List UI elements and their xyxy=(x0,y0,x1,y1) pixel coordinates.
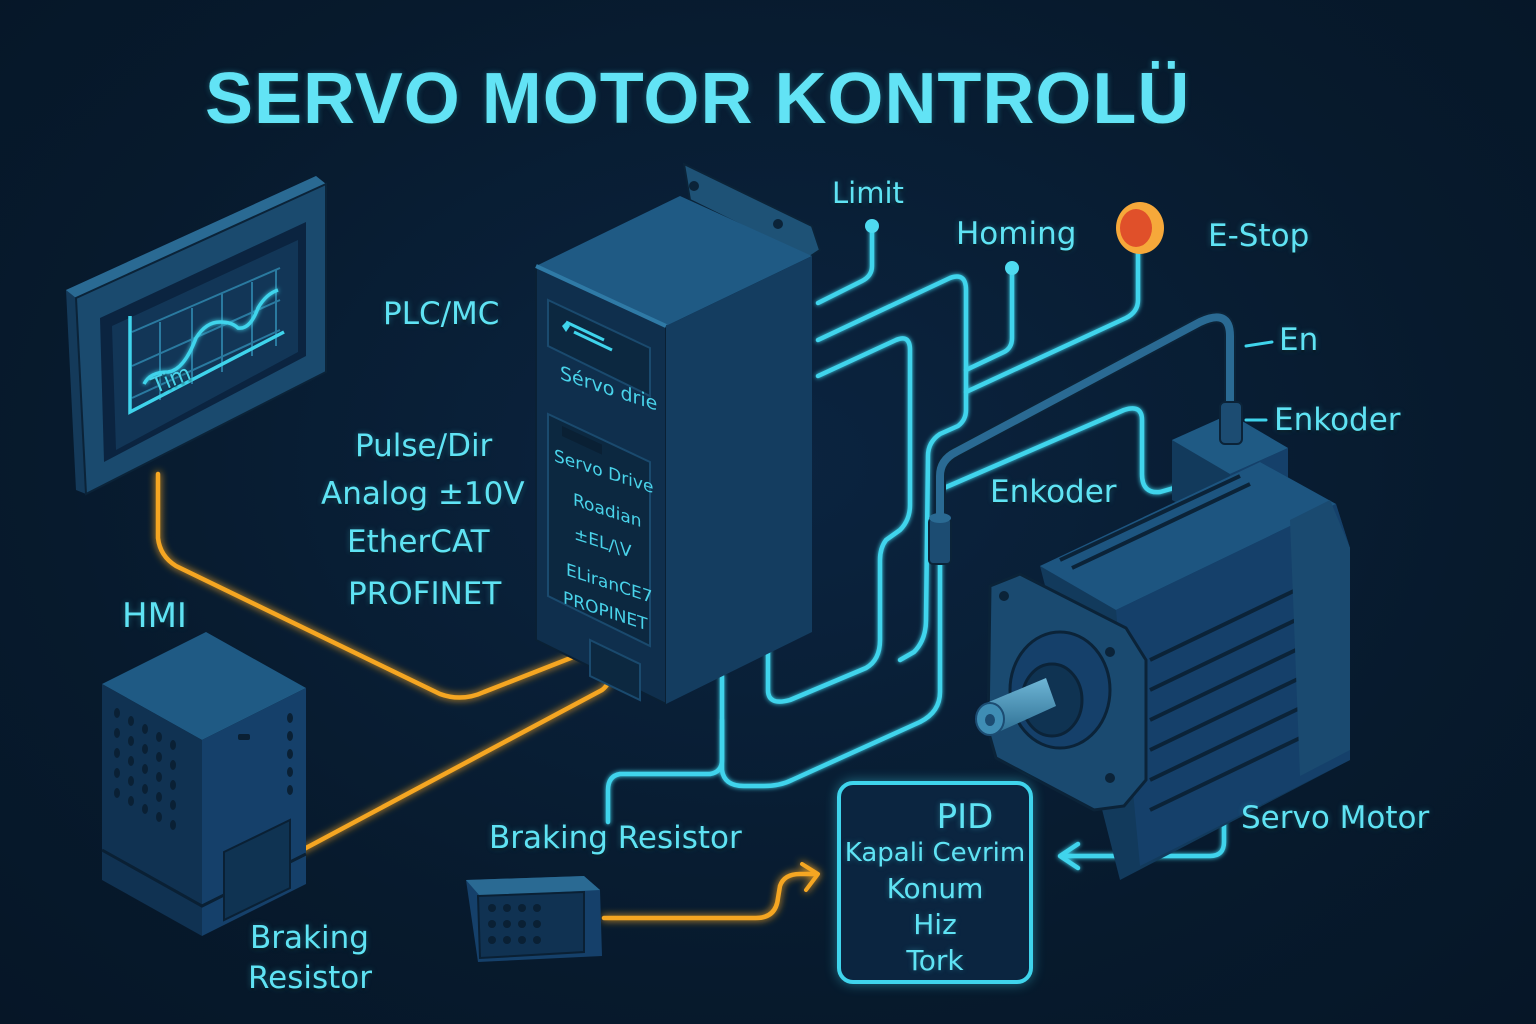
servo-drive-box xyxy=(535,162,822,706)
cable-connector xyxy=(928,513,952,565)
protocol-label-ethercat: EtherCAT xyxy=(347,524,490,560)
signal-wires xyxy=(605,223,1227,871)
wire-drive-3 xyxy=(765,336,913,704)
vent-holes xyxy=(114,708,293,830)
servo-motor-label: Servo Motor xyxy=(1241,800,1430,836)
limit-sensor-dot xyxy=(865,219,879,233)
pid-control-box: PID Kapali Cevrim Konum Hiz Tork xyxy=(837,781,1033,984)
wire-bottom-main xyxy=(719,557,943,789)
braking-resistor-label-left-2: Resistor xyxy=(248,960,372,996)
pid-mode-speed: Hiz xyxy=(913,908,957,941)
wire-limit xyxy=(815,223,875,306)
protocol-label-analog: Analog ±10V xyxy=(321,476,525,512)
enkoder-label-mid: Enkoder xyxy=(990,474,1117,510)
limit-label: Limit xyxy=(832,176,904,210)
wire-hmi-to-drive xyxy=(155,471,589,700)
homing-sensor-dot xyxy=(1005,261,1019,275)
plc-label: PLC/MC xyxy=(383,296,500,332)
hmi-monitor xyxy=(66,176,327,496)
pid-mode-closed-loop: Kapali Cevrim xyxy=(844,838,1026,868)
encoder-cable xyxy=(934,311,1274,526)
braking-resistor-device xyxy=(466,876,602,962)
servo-motor xyxy=(975,401,1350,880)
hmi-label: HMI xyxy=(122,596,187,636)
wire-estop xyxy=(963,247,1141,395)
enkoder-label-right: Enkoder xyxy=(1274,402,1401,438)
wire-motor-feedback xyxy=(1061,713,1227,859)
page-title: SERVO MOTOR KONTROLÜ xyxy=(205,59,1191,139)
wire-homing-bus xyxy=(815,274,969,663)
wire-homing xyxy=(963,265,1015,373)
wire-enkoder xyxy=(941,406,1191,495)
arrowhead-feedback xyxy=(1057,841,1081,871)
protocol-label-pulse: Pulse/Dir xyxy=(355,428,493,464)
estop-label: E-Stop xyxy=(1208,218,1310,254)
pid-mode-torque: Tork xyxy=(906,944,964,977)
trend-chart-icon xyxy=(128,316,285,415)
hmi-cabinet xyxy=(101,632,307,936)
wire-resistor-to-pid xyxy=(601,871,817,921)
en-label: En xyxy=(1279,322,1319,358)
braking-resistor-label-left-1: Braking xyxy=(250,920,369,956)
arrowhead-power xyxy=(800,862,820,892)
estop-button-icon xyxy=(1116,202,1164,254)
pid-mode-position: Konum xyxy=(886,872,984,905)
homing-label: Homing xyxy=(956,216,1077,252)
braking-resistor-label-bottom: Braking Resistor xyxy=(489,820,742,856)
protocol-label-profinet: PROFINET xyxy=(348,576,502,612)
pid-title: PID xyxy=(936,797,994,837)
